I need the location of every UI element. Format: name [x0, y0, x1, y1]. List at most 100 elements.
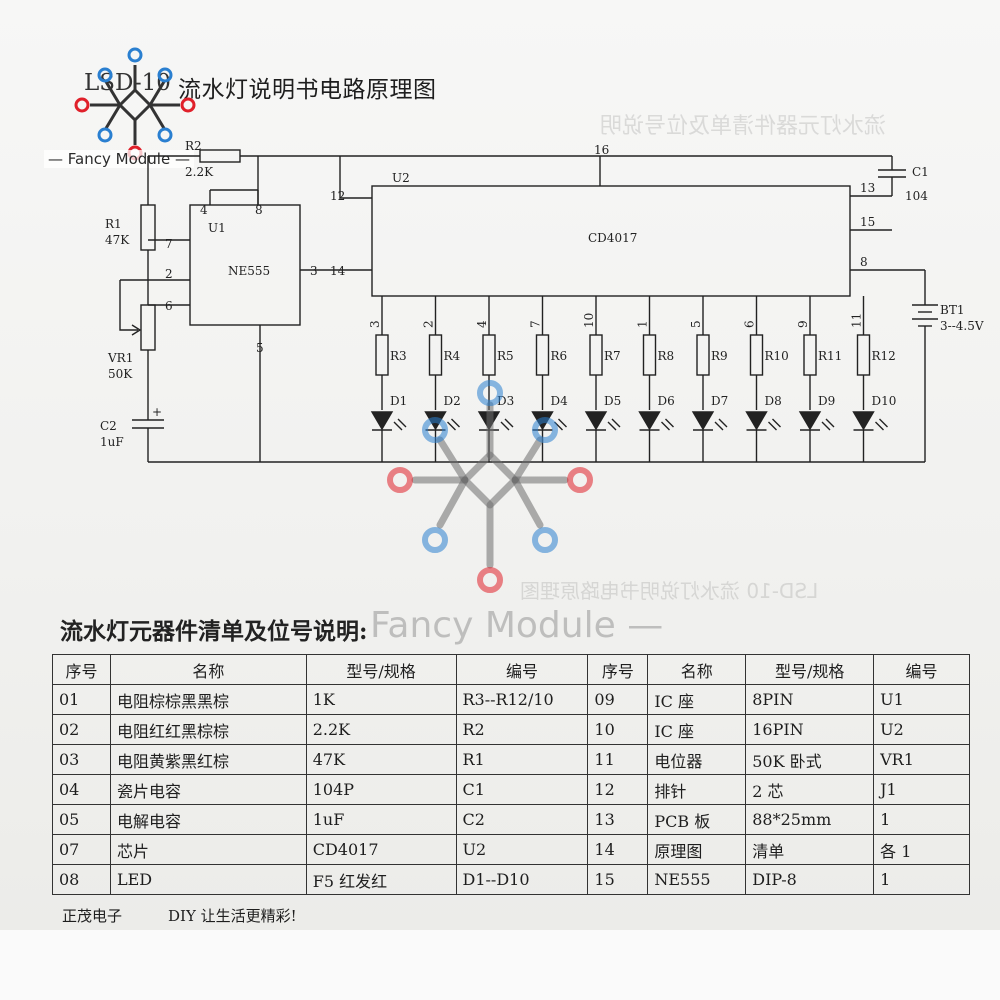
resistor-label: R4	[444, 349, 461, 363]
output-pin-number: 6	[743, 320, 757, 328]
resistor-label: R5	[497, 349, 514, 363]
u2-pin-14: 14	[330, 264, 346, 278]
led-label: D1	[390, 394, 407, 408]
table-cell: 12	[587, 774, 649, 805]
resistor-label: R8	[658, 349, 675, 363]
led-icon	[852, 411, 875, 431]
table-cell: 104P	[305, 774, 457, 805]
table-cell: 2 芯	[745, 774, 875, 805]
c2-label: C2	[100, 419, 117, 433]
table-cell: U1	[873, 684, 970, 715]
output-pin-number: 7	[529, 320, 543, 328]
led-icon	[798, 411, 822, 431]
u1-pin-5: 5	[256, 341, 264, 355]
resistor-label: R10	[765, 349, 789, 363]
r1-label: R1	[105, 217, 122, 231]
u1-pin-7: 7	[165, 237, 173, 251]
u2-pin-16: 16	[594, 143, 609, 157]
table-cell: 1K	[305, 684, 457, 715]
watermark-label: Fancy Module	[370, 605, 616, 646]
c2-value: 1uF	[100, 435, 124, 449]
table-header-row: 序号 名称 型号/规格 编号 序号 名称 型号/规格 编号	[52, 654, 970, 685]
led-icon	[584, 411, 608, 431]
u2-pin-13: 13	[860, 181, 875, 195]
table-cell: 电解电容	[109, 804, 307, 835]
output-channel	[584, 296, 621, 462]
circuit-schematic: R2 2.2K R1 47K U1 NE555 U2 CD4017 VR1 50…	[100, 139, 984, 463]
led-label: D7	[711, 394, 728, 408]
table-cell: 8PIN	[745, 684, 875, 715]
header-cell: 编号	[455, 654, 589, 685]
output-channel	[745, 296, 781, 462]
bt1-value: 3--4.5V	[940, 319, 984, 333]
u2-label: U2	[392, 171, 410, 185]
resistor-label: R7	[604, 349, 621, 363]
u1-pin-3: 3	[310, 264, 318, 278]
header-cell: 型号/规格	[305, 654, 457, 685]
led-label: D8	[765, 394, 782, 408]
table-cell: 88*25mm	[745, 804, 875, 835]
logo-label: — Fancy Module —	[44, 150, 194, 168]
table-cell: 瓷片电容	[109, 774, 307, 805]
c1-value: 104	[905, 189, 928, 203]
table-cell: NE555	[647, 864, 747, 895]
led-icon	[745, 411, 768, 431]
component-list-title: 流水灯元器件清单及位号说明:	[60, 618, 368, 645]
output-pin-number: 10	[582, 313, 596, 328]
table-cell: CD4017	[305, 834, 457, 865]
vr1-value: 50K	[108, 367, 133, 381]
resistor-label: R3	[390, 349, 407, 363]
fancy-module-watermark-icon	[387, 380, 593, 593]
table-cell: 50K 卧式	[745, 744, 875, 775]
resistor-label: R9	[711, 349, 728, 363]
table-cell: F5 红发红	[305, 864, 457, 895]
header-cell: 名称	[109, 654, 307, 685]
u1-pin-4: 4	[200, 203, 208, 217]
u1-pin-6: 6	[165, 299, 173, 313]
output-pin-number: 3	[368, 320, 382, 328]
footer-slogan: DIY 让生活更精彩!	[168, 907, 297, 925]
u1-part: NE555	[228, 264, 270, 278]
output-channel	[691, 296, 728, 462]
output-pin-number: 2	[422, 320, 436, 328]
table-cell: U2	[873, 714, 970, 745]
vr1-label: VR1	[107, 351, 133, 365]
header-cell: 序号	[52, 654, 111, 685]
led-label: D2	[444, 394, 461, 408]
header-cell: 编号	[873, 654, 970, 685]
resistor-label: R11	[818, 349, 842, 363]
table-cell: R3--R12/10	[455, 684, 589, 715]
led-icon	[691, 411, 715, 431]
c2-polarity: +	[152, 405, 162, 419]
table-cell: J1	[873, 774, 970, 805]
led-icon	[370, 411, 394, 431]
led-label: D5	[604, 394, 621, 408]
watermark-text: Fancy Module —	[370, 605, 663, 646]
table-cell: 08	[52, 864, 111, 895]
table-cell: 各 1	[873, 834, 970, 865]
table-cell: 04	[52, 774, 111, 805]
table-cell: 排针	[647, 774, 747, 805]
output-channel	[798, 296, 835, 462]
table-cell: 1uF	[305, 804, 457, 835]
led-label: D4	[551, 394, 569, 408]
c1-label: C1	[912, 165, 929, 179]
table-cell: VR1	[873, 744, 970, 775]
table-cell: D1--D10	[455, 864, 589, 895]
header-cell: 名称	[647, 654, 747, 685]
led-label: D6	[658, 394, 675, 408]
u2-pin-12: 12	[330, 189, 345, 203]
watermark-dash: —	[174, 150, 190, 168]
watermark-label: Fancy Module	[67, 150, 171, 168]
table-cell: 电阻黄紫黑红棕	[109, 744, 307, 775]
table-cell: R1	[455, 744, 589, 775]
output-pin-number: 9	[796, 320, 810, 328]
table-cell: 07	[52, 834, 111, 865]
table-cell: 1	[873, 864, 970, 895]
table-cell: 原理图	[647, 834, 747, 865]
